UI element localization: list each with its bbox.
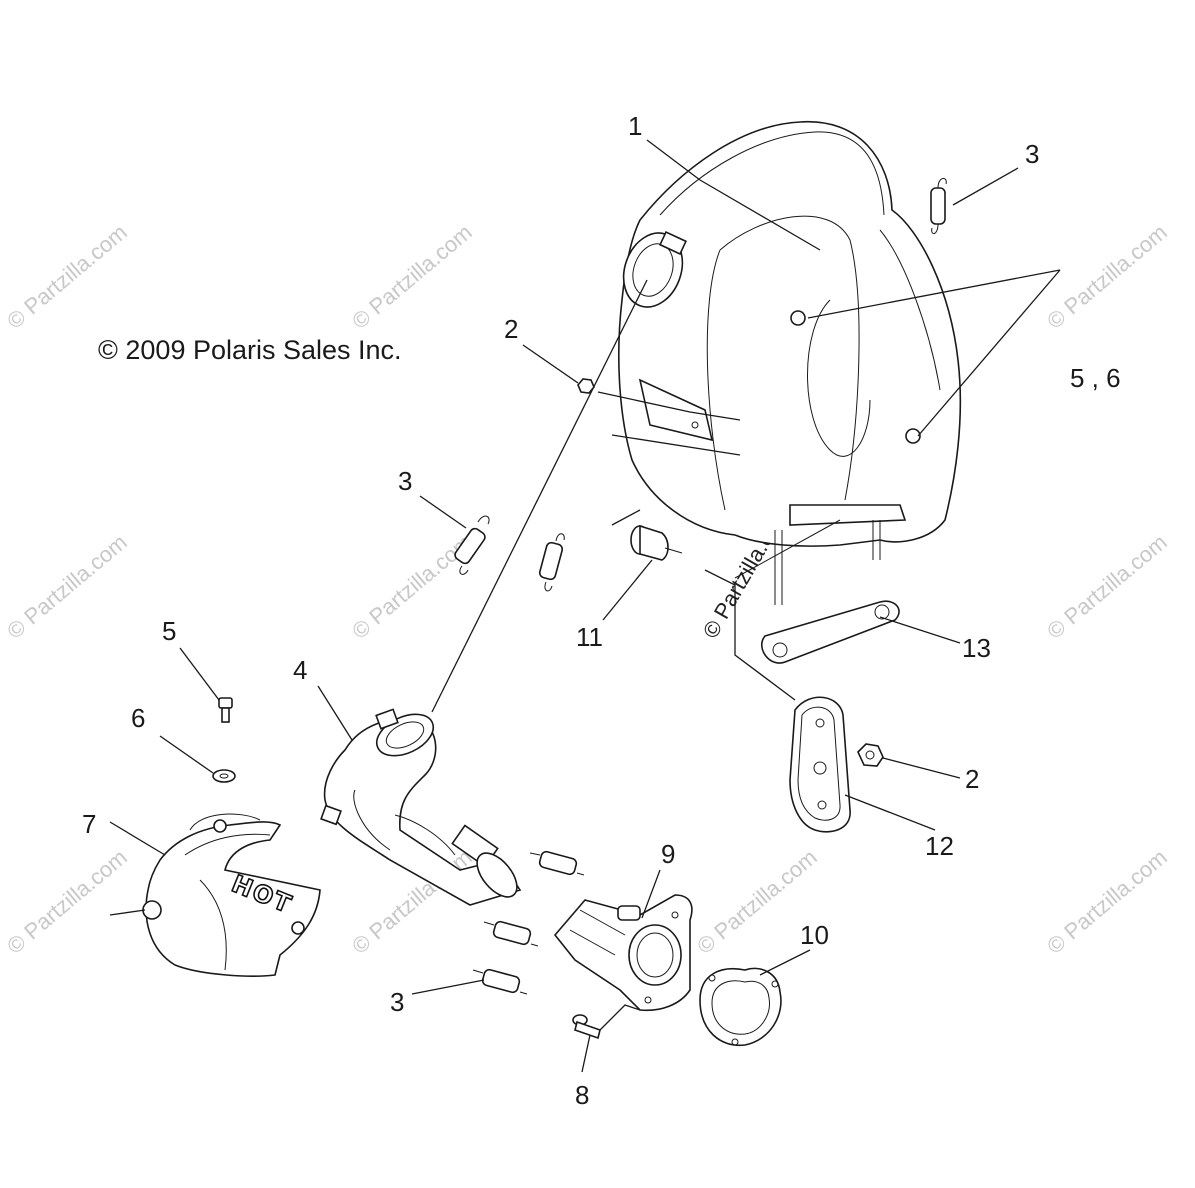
- part-13-plate: [761, 600, 900, 664]
- part-3-spring-top-right: [930, 178, 947, 234]
- watermark: © Partzilla.com: [2, 529, 132, 643]
- callout-13: 13: [962, 633, 991, 663]
- callout-3-mid: 3: [398, 466, 412, 496]
- callout-2-right: 2: [965, 764, 979, 794]
- part-9-flange: [553, 894, 693, 1012]
- watermark: © Partzilla.com: [1042, 529, 1172, 643]
- part-5-bolt: [218, 697, 233, 723]
- callouts: 1 3 5 , 6 2 3 11 13 5 4 6 2 7 12 9 10 3 …: [82, 111, 1121, 1110]
- callout-4: 4: [293, 655, 307, 685]
- callout-3-bottom: 3: [390, 987, 404, 1017]
- callout-2-top: 2: [504, 314, 518, 344]
- callout-10: 10: [800, 920, 829, 950]
- callout-5-6: 5 , 6: [1070, 363, 1121, 393]
- part-8-bolt: [572, 1014, 601, 1040]
- watermark: © Partzilla.com: [347, 529, 477, 643]
- callout-5: 5: [162, 616, 176, 646]
- part-7-heat-shield: HOT: [142, 813, 321, 977]
- part-3-spring-bottom: [472, 968, 528, 995]
- callout-7: 7: [82, 809, 96, 839]
- part-3-spring-mid2: [538, 533, 565, 592]
- callout-12: 12: [925, 831, 954, 861]
- callout-11: 11: [576, 622, 603, 652]
- part-4-head-pipe: [320, 708, 522, 906]
- watermark: © Partzilla.com: [1042, 844, 1172, 958]
- callout-8: 8: [575, 1080, 589, 1110]
- watermark: © Partzilla.com: [347, 219, 477, 333]
- watermark: © Partzilla.com: [1042, 219, 1172, 333]
- watermark: © Partzilla.com: [2, 844, 132, 958]
- part-3-spring-right2: [483, 920, 539, 947]
- part-2-nut-right: [857, 743, 884, 767]
- copyright-text: © 2009 Polaris Sales Inc.: [98, 335, 402, 365]
- callout-3-top-right: 3: [1025, 139, 1039, 169]
- part-3-spring-right1: [529, 850, 585, 876]
- callout-6: 6: [131, 703, 145, 733]
- watermark: © Partzilla.com: [2, 219, 132, 333]
- callout-1: 1: [628, 111, 642, 141]
- part-11-grommet: [630, 524, 683, 561]
- part-10-gasket: [699, 967, 782, 1047]
- part-3-spring-mid: [454, 515, 490, 575]
- part-12-gasket: [789, 696, 851, 833]
- leader-lines: [109, 139, 1061, 1073]
- part-6-washer: [212, 769, 236, 783]
- callout-9: 9: [661, 839, 675, 869]
- part-1-muffler: [618, 121, 962, 605]
